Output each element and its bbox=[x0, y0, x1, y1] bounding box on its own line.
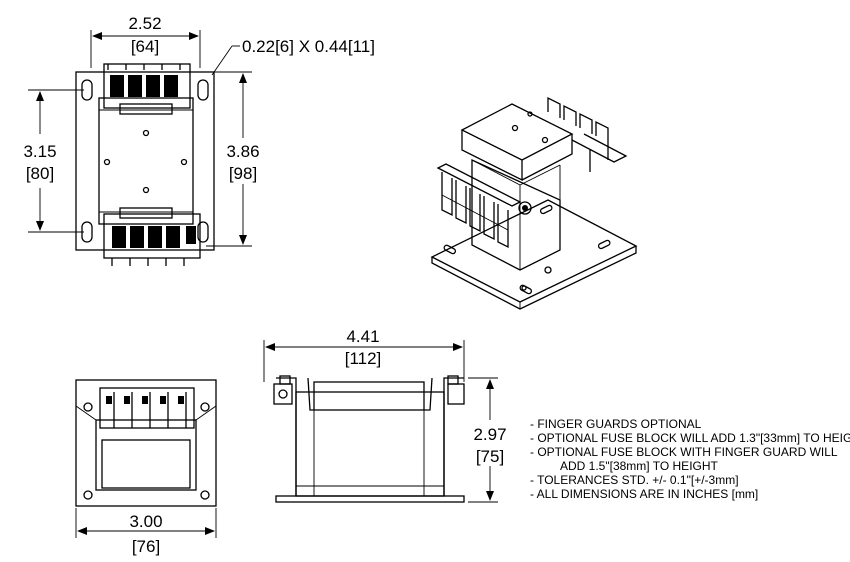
slot-tr bbox=[197, 79, 209, 101]
notes: - FINGER GUARDS OPTIONAL - OPTIONAL FUSE… bbox=[530, 417, 850, 501]
front-view: 3.00 [76] bbox=[75, 379, 217, 556]
dim-front-width-in: 3.00 bbox=[129, 512, 162, 531]
dim-side-height-mm: [75] bbox=[476, 447, 504, 466]
note-line: - OPTIONAL FUSE BLOCK WILL ADD 1.3"[33mm… bbox=[530, 431, 850, 445]
top-terminal-block bbox=[103, 63, 191, 115]
iso-rear-terminals bbox=[547, 96, 628, 172]
iso-front-terminals bbox=[436, 163, 522, 249]
note-line: - ALL DIMENSIONS ARE IN INCHES [mm] bbox=[530, 487, 758, 501]
side-view: 4.41 [112] 2.97 [75] bbox=[263, 327, 507, 503]
top-view: 2.52 [64] 0.22[6] X 0.44[11] 3.15 [80] 3… bbox=[23, 14, 375, 266]
dim-side-length-in: 4.41 bbox=[346, 327, 379, 346]
slot-br bbox=[197, 221, 209, 243]
dim-top-overall-height-in: 3.86 bbox=[226, 142, 259, 161]
dim-side-height-in: 2.97 bbox=[473, 425, 506, 444]
note-line: - OPTIONAL FUSE BLOCK WITH FINGER GUARD … bbox=[530, 445, 838, 459]
isometric-view bbox=[430, 96, 638, 310]
note-line: ADD 1.5"[38mm] TO HEIGHT bbox=[560, 459, 719, 473]
note-line: - TOLERANCES STD. +/- 0.1"[+/-3mm] bbox=[530, 473, 739, 487]
dim-top-mount-height-mm: [80] bbox=[26, 164, 54, 183]
dim-top-width-mm: [64] bbox=[131, 37, 159, 56]
bottom-terminal-block bbox=[103, 207, 201, 266]
dim-side-length-mm: [112] bbox=[345, 349, 382, 368]
dim-top-mount-height-in: 3.15 bbox=[23, 142, 56, 161]
dim-front-width-mm: [76] bbox=[132, 537, 160, 556]
dim-top-width-in: 2.52 bbox=[128, 14, 161, 33]
dim-top-overall-height-mm: [98] bbox=[229, 164, 257, 183]
dim-slot-size: 0.22[6] X 0.44[11] bbox=[242, 37, 375, 56]
note-line: - FINGER GUARDS OPTIONAL bbox=[530, 417, 702, 431]
